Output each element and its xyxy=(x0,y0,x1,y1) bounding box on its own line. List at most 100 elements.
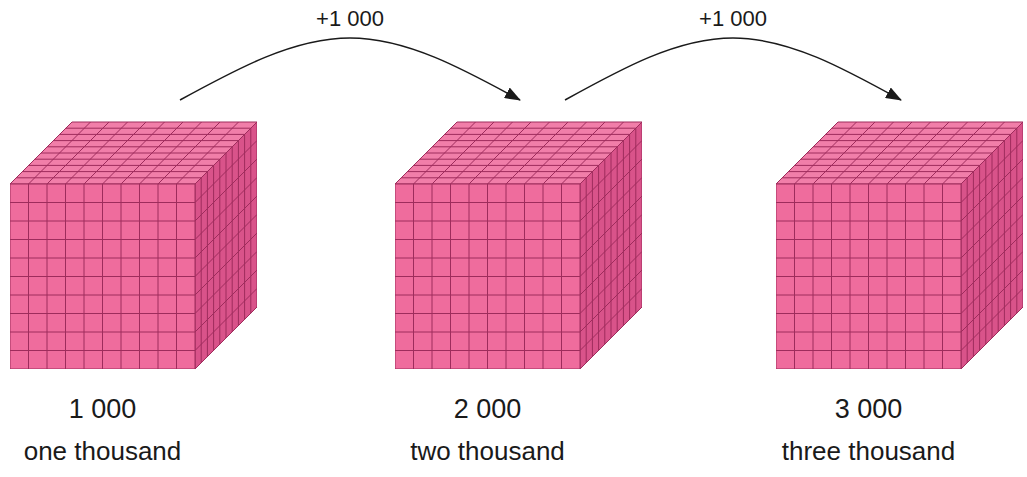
grid-line xyxy=(887,184,888,369)
number-label: 2 000 xyxy=(355,393,620,425)
grid-line xyxy=(562,122,624,184)
grid-line xyxy=(1004,141,1005,326)
grid-line xyxy=(432,146,617,147)
grid-line xyxy=(66,128,251,129)
grid-line xyxy=(395,276,580,277)
grid-line xyxy=(813,146,998,147)
grid-line xyxy=(177,122,239,184)
grid-line xyxy=(543,122,605,184)
grid-line xyxy=(41,153,226,154)
grid-line xyxy=(807,153,992,154)
cube-illustration xyxy=(10,100,257,369)
grid-line xyxy=(121,122,183,184)
grid-line xyxy=(10,295,195,296)
grid-line xyxy=(776,295,961,296)
grid-line xyxy=(53,140,238,141)
cube-illustration xyxy=(776,100,1023,369)
grid-line xyxy=(60,134,245,135)
grid-line xyxy=(140,122,202,184)
grid-line xyxy=(617,147,618,332)
grid-line xyxy=(10,276,195,277)
grid-line xyxy=(10,332,195,333)
grid-line xyxy=(524,184,525,369)
thousand-cube: 3 000three thousand xyxy=(776,100,1023,467)
cube-front-face xyxy=(10,184,195,369)
grid-line xyxy=(832,128,1017,129)
grid-line xyxy=(506,122,568,184)
grid-line xyxy=(238,141,239,326)
grid-line xyxy=(629,134,630,319)
grid-line xyxy=(776,313,961,314)
grid-line xyxy=(195,215,257,277)
grid-line xyxy=(623,141,624,326)
grid-line xyxy=(998,147,999,332)
grid-line xyxy=(195,252,257,314)
grid-line xyxy=(1010,134,1011,319)
grid-line xyxy=(826,134,1011,135)
grid-line xyxy=(445,134,630,135)
thousand-cube: 2 000two thousand xyxy=(395,100,642,467)
grid-line xyxy=(887,122,949,184)
grid-line xyxy=(635,128,636,313)
grid-line xyxy=(158,122,220,184)
grid-line xyxy=(195,233,257,295)
curved-arrow xyxy=(180,38,520,100)
curved-arrow xyxy=(565,38,901,100)
grid-line xyxy=(426,153,611,154)
grid-line xyxy=(244,134,245,319)
grid-line xyxy=(580,233,642,295)
cube-grid xyxy=(776,122,1023,369)
grid-line xyxy=(506,184,507,369)
grid-line xyxy=(139,184,140,369)
number-word: two thousand xyxy=(355,435,620,467)
grid-line xyxy=(580,270,642,332)
grid-line xyxy=(176,184,177,369)
grid-line xyxy=(395,350,580,351)
step-label: +1 000 xyxy=(313,6,387,32)
step-label: +1 000 xyxy=(696,6,770,32)
thousand-cube: 1 000one thousand xyxy=(10,100,257,467)
grid-line xyxy=(195,289,257,351)
grid-line xyxy=(121,184,122,369)
grid-line xyxy=(924,122,986,184)
grid-line xyxy=(961,215,1023,277)
grid-line xyxy=(924,184,925,369)
grid-line xyxy=(961,270,1023,332)
number-word: one thousand xyxy=(0,435,235,467)
cube-front-face xyxy=(776,184,961,369)
cube-illustration xyxy=(395,100,642,369)
grid-line xyxy=(525,122,587,184)
grid-line xyxy=(395,295,580,296)
grid-line xyxy=(395,313,580,314)
grid-line xyxy=(943,122,1005,184)
grid-line xyxy=(819,140,1004,141)
grid-line xyxy=(580,289,642,351)
grid-line xyxy=(47,146,232,147)
cube-grid xyxy=(10,122,257,369)
grid-line xyxy=(905,184,906,369)
grid-line xyxy=(438,140,623,141)
grid-line xyxy=(395,332,580,333)
grid-line xyxy=(961,252,1023,314)
number-word: three thousand xyxy=(736,435,1001,467)
grid-line xyxy=(961,289,1023,351)
grid-line xyxy=(906,122,968,184)
grid-line xyxy=(776,276,961,277)
grid-line xyxy=(561,184,562,369)
grid-line xyxy=(580,252,642,314)
grid-line xyxy=(942,184,943,369)
grid-line xyxy=(1016,128,1017,313)
grid-line xyxy=(10,350,195,351)
grid-line xyxy=(232,147,233,332)
grid-line xyxy=(776,350,961,351)
number-label: 1 000 xyxy=(0,393,235,425)
grid-line xyxy=(250,128,251,313)
grid-line xyxy=(961,233,1023,295)
grid-line xyxy=(543,184,544,369)
grid-line xyxy=(158,184,159,369)
number-label: 3 000 xyxy=(736,393,1001,425)
grid-line xyxy=(451,128,636,129)
cube-front-face xyxy=(395,184,580,369)
grid-line xyxy=(10,313,195,314)
